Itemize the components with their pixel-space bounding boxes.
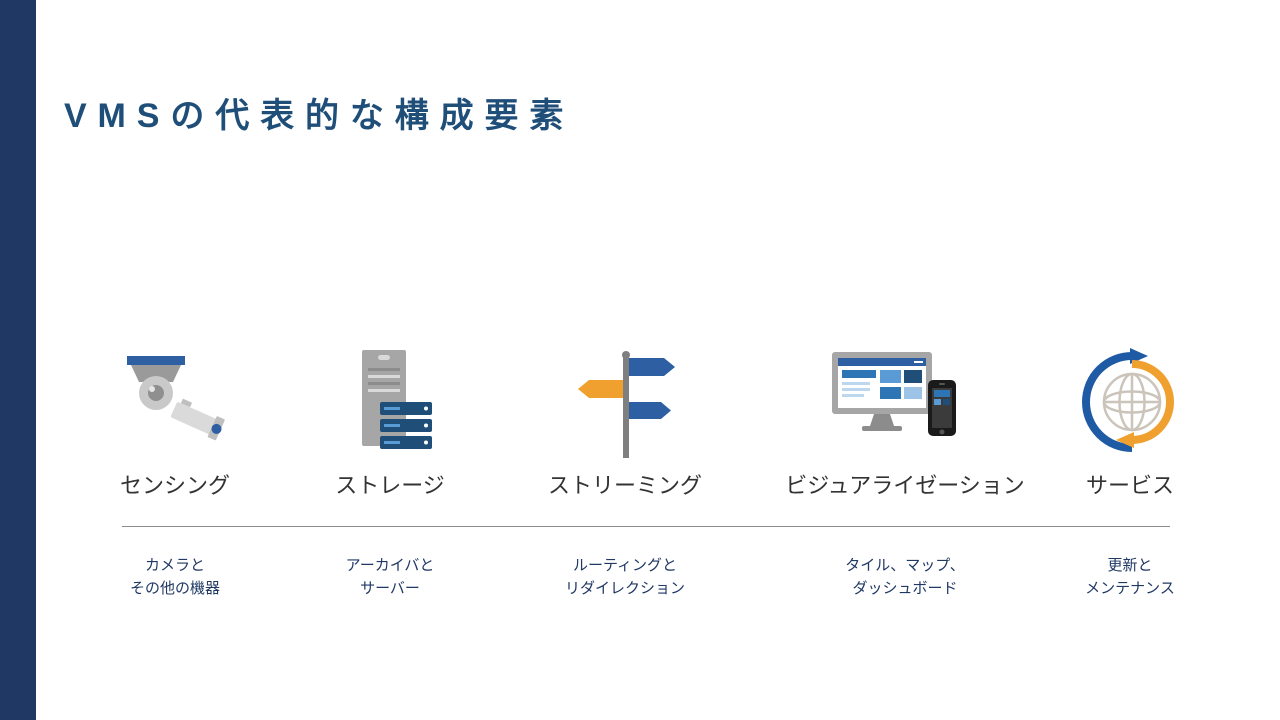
column-visualization: ビジュアライゼーション タイル、マップ、 ダッシュボード — [765, 338, 1045, 628]
column-description: アーカイバと サーバー — [345, 557, 435, 598]
divider-line — [122, 526, 1170, 527]
globe-sync-icon — [1035, 338, 1225, 466]
monitor-and-phone-icon — [755, 338, 1035, 466]
column-label: ストレージ — [335, 473, 445, 498]
column-sensing: センシング カメラと その他の機器 — [80, 338, 270, 628]
column-storage: ストレージ アーカイバと サーバー — [295, 338, 485, 628]
column-description: 更新と メンテナンス — [1085, 557, 1175, 598]
left-accent-bar — [0, 0, 36, 720]
column-label: センシング — [119, 473, 230, 498]
column-streaming: ストリーミング ルーティングと リダイレクション — [525, 338, 725, 628]
column-label: サービス — [1085, 473, 1174, 498]
column-description: ルーティングと リダイレクション — [564, 557, 685, 598]
column-label: ストリーミング — [547, 473, 702, 498]
column-label: ビジュアライゼーション — [785, 473, 1025, 498]
server-storage-icon — [295, 338, 485, 466]
slide-title: VMSの代表的な構成要素 — [64, 97, 575, 135]
column-services: サービス 更新と メンテナンス — [1035, 338, 1225, 628]
column-description: カメラと その他の機器 — [129, 557, 220, 598]
signpost-icon — [525, 338, 725, 466]
security-cameras-icon — [80, 338, 270, 466]
column-description: タイル、マップ、 ダッシュボード — [845, 557, 965, 598]
